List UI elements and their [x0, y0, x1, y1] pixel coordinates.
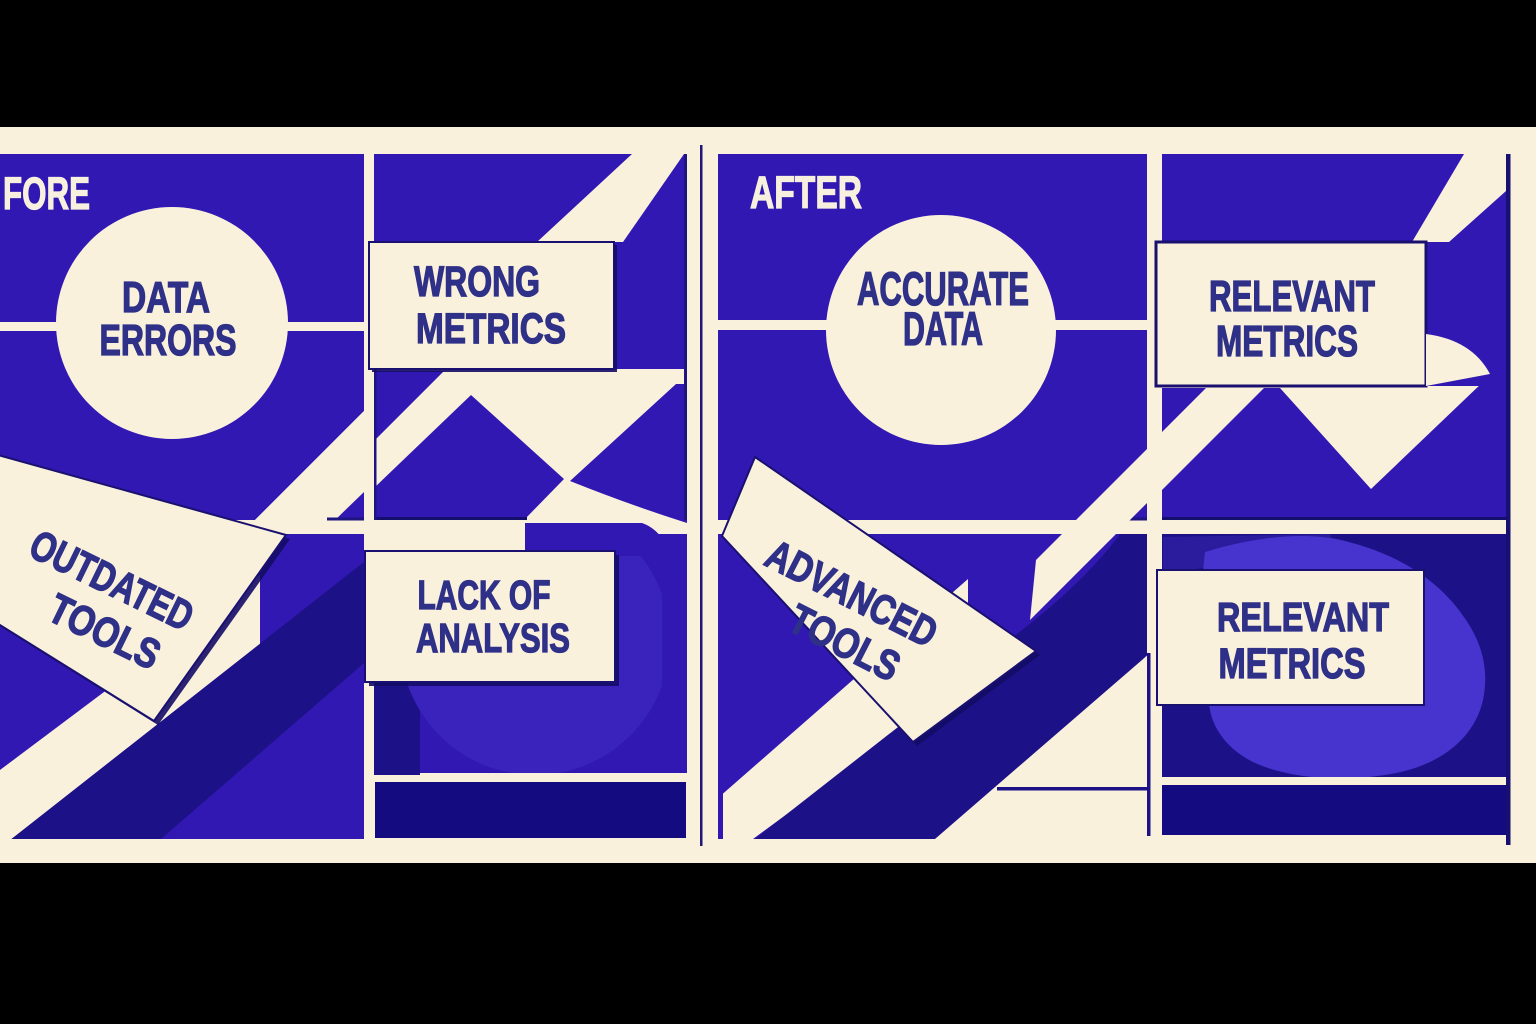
- svg-text:ANALYSIS: ANALYSIS: [416, 615, 570, 661]
- svg-text:DATA: DATA: [122, 273, 210, 322]
- svg-text:RELEVANT: RELEVANT: [1217, 594, 1389, 640]
- svg-text:WRONG: WRONG: [414, 258, 540, 306]
- svg-text:METRICS: METRICS: [1216, 317, 1358, 366]
- svg-text:METRICS: METRICS: [1219, 640, 1366, 688]
- svg-text:AFTER: AFTER: [750, 167, 862, 218]
- svg-text:METRICS: METRICS: [416, 305, 566, 353]
- svg-text:LACK OF: LACK OF: [418, 572, 551, 618]
- svg-text:FORE: FORE: [3, 168, 90, 219]
- svg-text:ACCURATE: ACCURATE: [857, 262, 1029, 315]
- svg-text:ERRORS: ERRORS: [100, 316, 237, 365]
- svg-text:RELEVANT: RELEVANT: [1209, 272, 1375, 321]
- svg-text:DATA: DATA: [903, 302, 983, 355]
